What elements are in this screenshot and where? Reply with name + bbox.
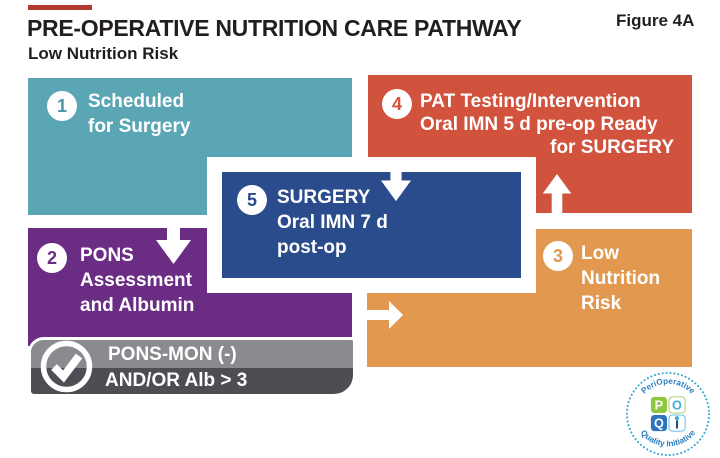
page-title: PRE-OPERATIVE NUTRITION CARE PATHWAY [27, 15, 522, 41]
logo-letter-q: Q [654, 416, 664, 431]
pons-mon-callout: PONS-MON (-) AND/OR Alb > 3 [28, 337, 356, 397]
step5-line1: SURGERY [277, 187, 371, 208]
step5-line3: post-op [277, 237, 347, 258]
step3-line2: Nutrition [581, 268, 661, 289]
step1-number-badge: 1 [47, 91, 77, 121]
arrow-right-icon [367, 301, 403, 329]
logo-letter-p: P [655, 398, 664, 413]
step3-line3: Risk [581, 293, 622, 314]
step2-line1: PONS [80, 245, 134, 266]
step1-line1: Scheduled [88, 91, 185, 112]
figure-label: Figure 4A [616, 11, 695, 30]
step3-number-badge: 3 [543, 241, 573, 271]
page-subtitle: Low Nutrition Risk [28, 44, 179, 63]
step2-line3: and Albumin [80, 295, 195, 316]
step3-line1: Low [581, 243, 619, 264]
callout-line2: AND/OR Alb > 3 [105, 370, 248, 391]
arrow-down-icon [156, 216, 191, 264]
accent-bar [28, 5, 92, 10]
step4-line2: Oral IMN 5 d pre-op Ready [420, 114, 658, 135]
step4-pat-testing-box: 4 PAT Testing/Intervention Oral IMN 5 d … [368, 75, 692, 213]
step4-number-badge: 4 [382, 89, 412, 119]
step2-number-badge: 2 [37, 243, 67, 273]
step1-scheduled-for-surgery-box: 1 Scheduled for Surgery [28, 78, 352, 215]
step2-line2: Assessment [80, 270, 192, 291]
poqi-logo: PeriOperative Quality Initiative P O Q i [625, 371, 711, 457]
logo-letter-i: i [675, 417, 679, 433]
step1-line2: for Surgery [88, 116, 191, 137]
step5-surgery-box: 5 SURGERY Oral IMN 7 d post-op [222, 172, 521, 278]
step4-line3: for SURGERY [550, 137, 674, 158]
checkmark-icon [40, 340, 93, 393]
step5-number-badge: 5 [237, 185, 267, 215]
logo-letter-o: O [672, 398, 682, 413]
callout-line1: PONS-MON (-) [108, 344, 237, 365]
logo-i-dot [674, 416, 680, 421]
step5-line2: Oral IMN 7 d [277, 212, 388, 233]
step4-line1: PAT Testing/Intervention [420, 91, 641, 112]
arrow-up-icon [542, 174, 572, 213]
arrow-down-icon [381, 159, 411, 202]
